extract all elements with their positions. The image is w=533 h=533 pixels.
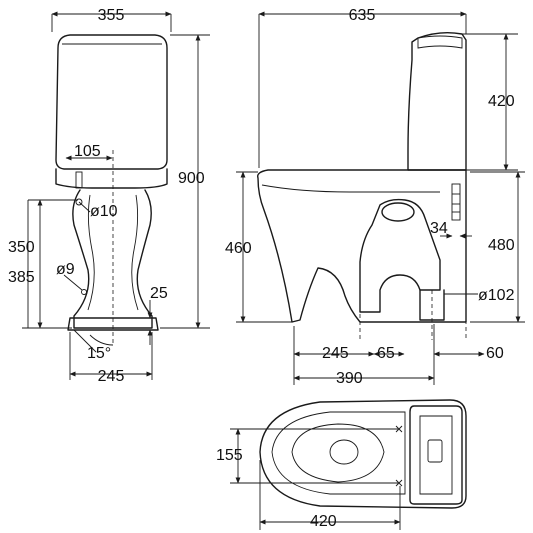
dim-side-34: 34 bbox=[430, 220, 448, 237]
dim-front-height: 900 bbox=[178, 170, 205, 187]
dim-side-60: 60 bbox=[486, 345, 504, 362]
front-bolt bbox=[75, 171, 83, 189]
front-pedestal-inner bbox=[87, 194, 139, 311]
side-tank bbox=[407, 31, 467, 171]
top-bowl bbox=[291, 423, 385, 483]
dim-front-pipe-dia: ø10 bbox=[90, 203, 118, 220]
top-outline bbox=[259, 399, 467, 509]
dim-top-155: 155 bbox=[216, 447, 243, 464]
dim-front-base: 245 bbox=[98, 368, 125, 385]
dim-front-pipe-offset: 105 bbox=[74, 143, 101, 160]
side-supply-pipe bbox=[451, 183, 461, 221]
top-flush-button bbox=[427, 439, 443, 463]
front-view: 355 900 105 ø10 350 385 ø9 25 15° bbox=[8, 7, 210, 385]
side-trap-opening bbox=[381, 202, 415, 222]
dim-side-480: 480 bbox=[488, 237, 515, 254]
side-flush-button bbox=[417, 35, 463, 49]
side-view: 635 420 460 34 480 ø102 245 65 60 bbox=[225, 7, 525, 387]
front-pipe-hole bbox=[75, 198, 83, 206]
dim-side-tank: 420 bbox=[488, 93, 515, 110]
dim-side-390: 390 bbox=[336, 370, 363, 387]
front-tank bbox=[55, 34, 168, 170]
front-base bbox=[67, 317, 159, 331]
side-trap bbox=[359, 198, 441, 313]
dim-front-25: 25 bbox=[150, 285, 168, 302]
dim-side-seat-height: 460 bbox=[225, 240, 252, 257]
dim-front-h-385: 385 bbox=[8, 269, 35, 286]
dim-front-width: 355 bbox=[98, 7, 125, 24]
dim-side-245: 245 bbox=[322, 345, 349, 362]
top-tank-inner bbox=[419, 415, 453, 495]
dim-side-length: 635 bbox=[349, 7, 376, 24]
dim-side-65: 65 bbox=[377, 345, 395, 362]
side-bowl bbox=[257, 169, 467, 323]
top-tank bbox=[409, 405, 463, 505]
top-drain bbox=[329, 439, 359, 465]
dim-front-dia-9: ø9 bbox=[56, 261, 75, 278]
dim-top-420: 420 bbox=[310, 513, 337, 530]
dim-front-h-350: 350 bbox=[8, 239, 35, 256]
top-view: 155 420 bbox=[216, 399, 467, 530]
dim-side-outlet-dia: ø102 bbox=[478, 287, 515, 304]
front-tank-base bbox=[55, 168, 168, 189]
top-seat bbox=[271, 411, 406, 495]
dim-front-angle: 15° bbox=[87, 345, 111, 362]
side-bowl-rim bbox=[261, 184, 440, 193]
